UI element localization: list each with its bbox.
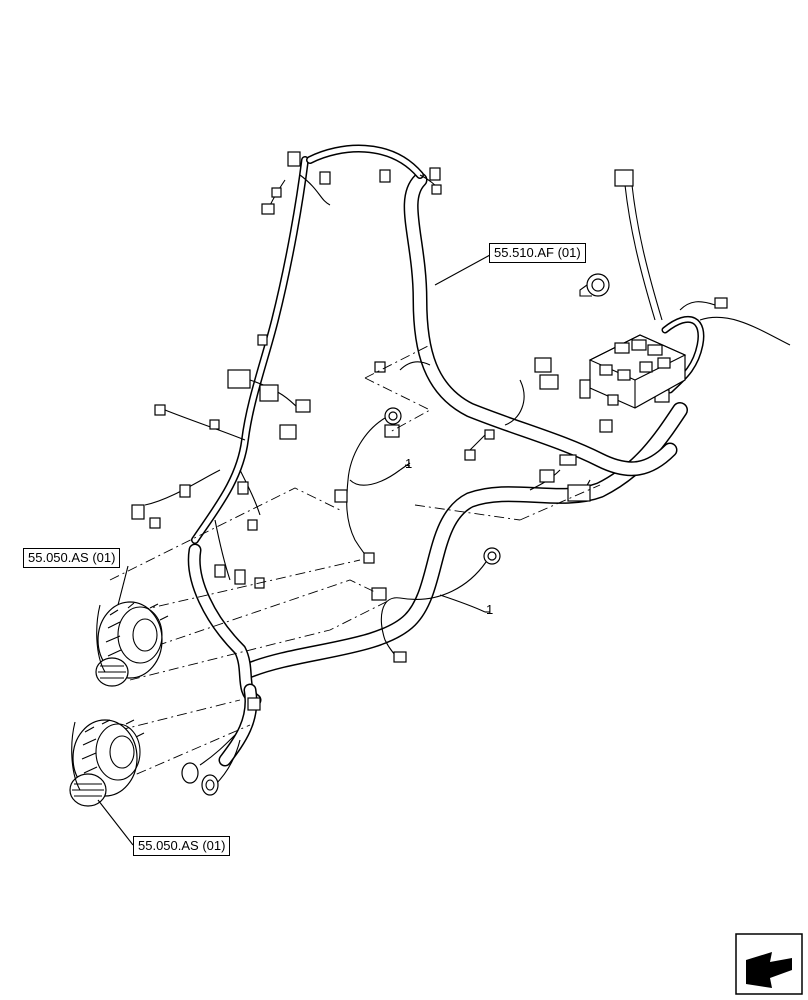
lower-connector-tails	[181, 697, 261, 796]
blower-motor-upper	[95, 601, 169, 687]
round-grommet	[579, 273, 610, 297]
blower-reference-callout-lower[interactable]: 55.050.AS (01)	[133, 836, 231, 856]
harness-reference-callout[interactable]: 55.510.AF (01)	[489, 243, 586, 263]
main-harness-trunk	[187, 172, 688, 767]
jumper-harness-upper	[334, 407, 411, 564]
leader-lines	[97, 254, 491, 846]
blower-reference-callout-upper[interactable]: 55.050.AS (01)	[23, 548, 121, 568]
item-number-lower-jumper: 1	[486, 602, 494, 617]
item-number-upper-jumper: 1	[405, 456, 413, 471]
connector-group	[131, 151, 728, 589]
left-branch-harness	[144, 144, 441, 581]
blower-motor-lower	[69, 719, 145, 807]
jumper-harness-lower	[371, 547, 501, 663]
fuse-relay-box	[579, 334, 687, 409]
arrow-return-icon[interactable]	[735, 933, 803, 995]
